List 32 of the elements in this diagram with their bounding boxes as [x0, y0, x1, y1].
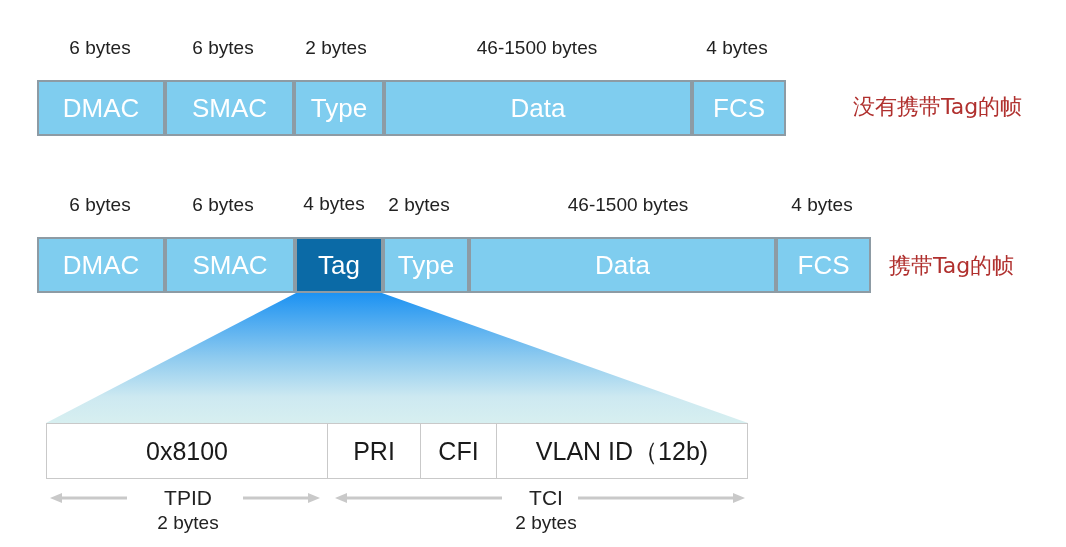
- frame-field: PRI: [327, 423, 421, 479]
- size-label: 6 bytes: [69, 194, 131, 216]
- frame-field: DMAC: [37, 80, 165, 136]
- frame-field: VLAN ID（12b): [496, 423, 748, 479]
- expansion-wedge: [46, 293, 748, 423]
- frame-field: CFI: [420, 423, 497, 479]
- size-label: 4 bytes: [791, 194, 853, 216]
- size-label: 4 bytes: [706, 37, 768, 59]
- frame-field: Tag: [295, 237, 383, 293]
- size-label: 6 bytes: [192, 37, 254, 59]
- size-label: 2 bytes: [157, 512, 219, 534]
- size-label: 6 bytes: [69, 37, 131, 59]
- span-label: TPID: [164, 486, 212, 510]
- frame-field: Data: [469, 237, 776, 293]
- size-label: 2 bytes: [305, 37, 367, 59]
- frame-field: Type: [294, 80, 384, 136]
- frame-field: FCS: [776, 237, 871, 293]
- frame-field: SMAC: [165, 80, 294, 136]
- size-label: 2 bytes: [388, 194, 450, 216]
- frame-field: Data: [384, 80, 692, 136]
- size-label: 46-1500 bytes: [567, 194, 689, 216]
- frame-field: 0x8100: [46, 423, 328, 479]
- span-label: TCI: [529, 486, 563, 510]
- size-label: 4 bytes: [303, 193, 365, 215]
- frame-caption: 没有携带Tag的帧: [853, 94, 1023, 120]
- size-label: 46-1500 bytes: [476, 37, 598, 59]
- size-label: 6 bytes: [192, 194, 254, 216]
- frame-field: FCS: [692, 80, 786, 136]
- frame-field: Type: [383, 237, 469, 293]
- frame-field: SMAC: [165, 237, 295, 293]
- frame-field: DMAC: [37, 237, 165, 293]
- size-label: 2 bytes: [515, 512, 577, 534]
